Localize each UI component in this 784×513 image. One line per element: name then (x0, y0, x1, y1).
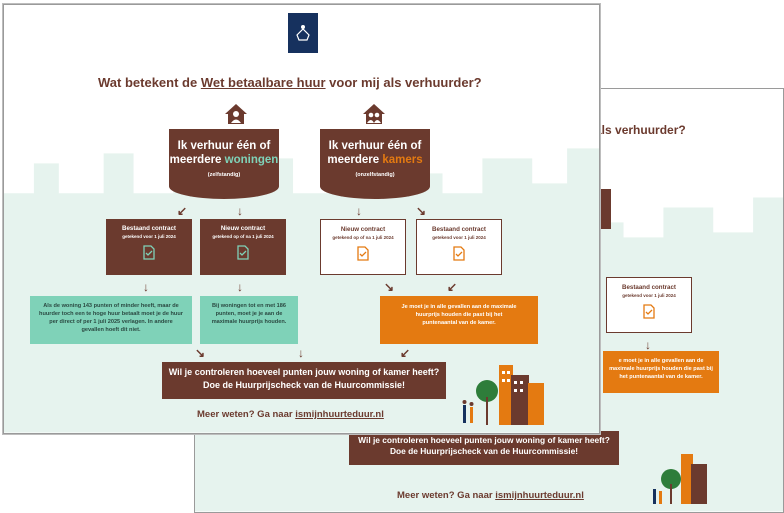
house-person-icon (225, 104, 247, 124)
back-title-fragment: als verhuurder? (595, 123, 686, 137)
document-check-icon (143, 245, 155, 260)
document-check-icon (357, 246, 369, 261)
arrow-down-right-icon: ↘ (195, 346, 206, 360)
arrow-down-right-icon: ↘ (416, 204, 427, 218)
info-new-woning: Bij woningen tot en met 186 punten, moet… (200, 296, 298, 344)
arrow-down-left-icon: ↙ (400, 346, 411, 360)
info-existing-woning: Als de woning 143 punten of minder heeft… (30, 296, 192, 344)
arrow-down-icon: ↓ (143, 280, 149, 294)
house-people-icon (363, 104, 385, 124)
contract-box-new-woning: Nieuw contract getekend op of na 1 juli … (200, 219, 286, 275)
government-logo-icon (288, 13, 318, 53)
back-info-kamers: e moet je in alle gevallen aan de maxima… (603, 351, 719, 393)
back-more-info: Meer weten? Ga naar ismijnhuurteduur.nl (397, 490, 584, 501)
back-contract-box: Bestaand contract getekend voor 1 juli 2… (606, 277, 692, 333)
contract-box-existing-kamer: Bestaand contract getekend voor 1 juli 2… (416, 219, 502, 275)
arrow-down-left-icon: ↙ (447, 280, 458, 294)
tree-building-illustration (653, 454, 707, 504)
arrow-down-icon: ↓ (237, 204, 243, 218)
arrow-down-icon: ↓ (356, 204, 362, 218)
skyline-illustration (4, 143, 599, 433)
tree-building-illustration (462, 365, 544, 425)
arrow-down-icon: ↓ (645, 338, 651, 352)
arrow-down-right-icon: ↘ (384, 280, 395, 294)
poster-title: Wat betekent de Wet betaalbare huur voor… (98, 75, 482, 90)
back-more-link[interactable]: ismijnhuurteduur.nl (495, 490, 584, 501)
option-woningen: Ik verhuur één of meerdere woningen (zel… (169, 129, 279, 199)
option-kamers: Ik verhuur één of meerdere kamers (onzel… (320, 129, 430, 199)
contract-box-existing-woning: Bestaand contract getekend voor 1 juli 2… (106, 219, 192, 275)
more-info-link[interactable]: ismijnhuurteduur.nl (295, 409, 384, 420)
arrow-down-left-icon: ↙ (177, 204, 188, 218)
contract-box-new-kamer: Nieuw contract getekend op of na 1 juli … (320, 219, 406, 275)
front-poster: Wat betekent de Wet betaalbare huur voor… (3, 4, 600, 434)
document-check-icon (453, 246, 465, 261)
arrow-down-icon: ↓ (298, 346, 304, 360)
back-cta-banner: Wil je controleren hoeveel punten jouw w… (349, 431, 619, 465)
arrow-down-icon: ↓ (237, 280, 243, 294)
cta-banner: Wil je controleren hoeveel punten jouw w… (162, 362, 446, 399)
document-check-icon (643, 304, 655, 319)
document-check-icon (237, 245, 249, 260)
more-info: Meer weten? Ga naar ismijnhuurteduur.nl (197, 409, 384, 420)
info-kamers: Je moet je in alle gevallen aan de maxim… (380, 296, 538, 344)
